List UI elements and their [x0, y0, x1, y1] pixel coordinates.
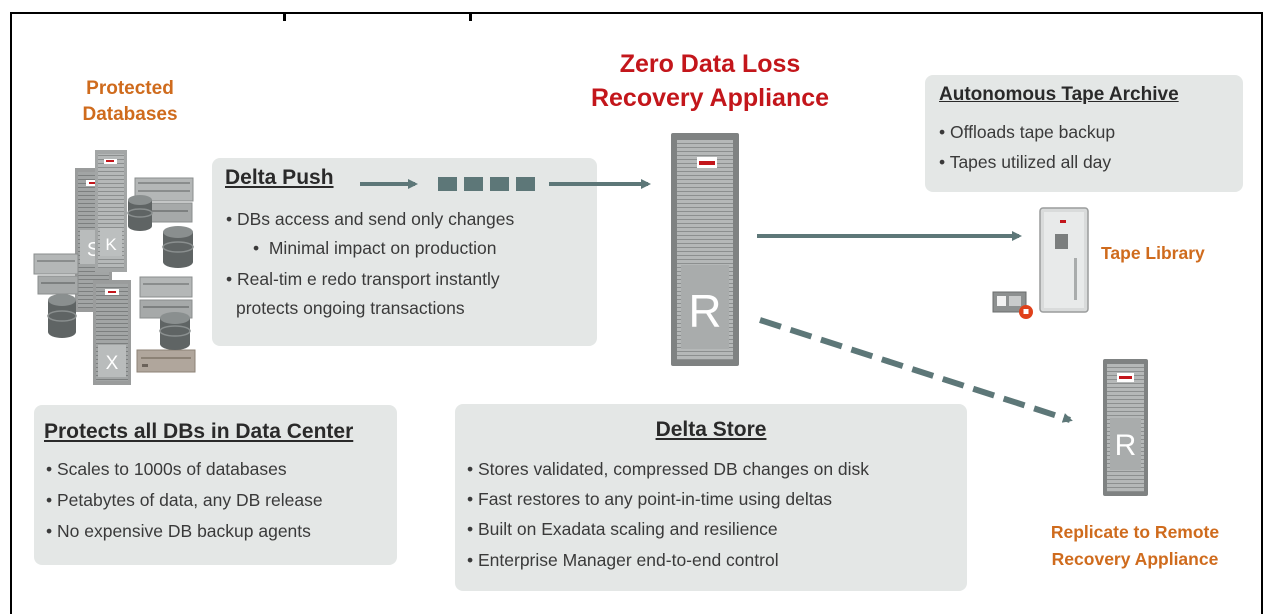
protected-databases-label: Protected Databases: [55, 76, 205, 128]
delta-store-bullet-text: Enterprise Manager end-to-end control: [478, 550, 779, 570]
remote-appliance-rack-icon: R: [1103, 359, 1148, 496]
replicate-label-line: Recovery Appliance: [1051, 549, 1219, 569]
delta-push-bullet-text: DBs access and send only changes: [237, 209, 515, 229]
delta-push-bullet-text: Minimal impact on production: [268, 238, 497, 258]
protects-all-bullet: • Scales to 1000s of databases: [46, 459, 287, 479]
delta-store-bullet: • Fast restores to any point-in-time usi…: [467, 489, 833, 509]
packet-icon: [438, 177, 457, 191]
protects-all-bullet: • Petabytes of data, any DB release: [46, 490, 323, 510]
protects-all-bullet: • No expensive DB backup agents: [46, 521, 311, 541]
delta-push-sub-bullet: • Minimal impact on production: [253, 238, 497, 258]
server-tower-icon: K: [95, 150, 127, 272]
protected-databases-line: Databases: [82, 104, 178, 125]
frame-tick-mark: [283, 12, 286, 21]
delta-push-bullet-continuation: protects ongoing transactions: [236, 298, 465, 318]
storage-unit-icon: [33, 253, 79, 295]
replication-dashed-arrow: [759, 317, 1073, 423]
delta-push-bullet-text: Real-tim e redo transport instantly: [237, 269, 500, 289]
tape-library-icon: [1039, 207, 1089, 313]
delta-store-title: Delta Store: [655, 418, 767, 441]
tape-archive-title: Autonomous Tape Archive: [939, 84, 1179, 105]
remote-appliance-letter: R: [1115, 429, 1137, 462]
delta-store-bullet: • Stores validated, compressed DB change…: [467, 459, 870, 479]
delta-push-arrow: [360, 177, 651, 191]
storage-unit-icon: [139, 276, 193, 319]
tape-archive-bullet: • Tapes utilized all day: [939, 152, 1112, 172]
database-cylinder-icon: [159, 312, 191, 350]
protects-all-bullet-text: No expensive DB backup agents: [57, 521, 311, 541]
database-cylinder-icon: [127, 195, 153, 231]
appliance-letter: R: [688, 285, 721, 337]
protected-databases-icon: S K X: [33, 150, 196, 385]
diagram-frame: [10, 12, 1263, 614]
tape-archive-box: Autonomous Tape Archive • Offloads tape …: [925, 75, 1243, 192]
protects-all-title: Protects all DBs in Data Center: [44, 420, 354, 443]
replicate-label: Replicate to Remote Recovery Appliance: [1010, 519, 1260, 573]
delta-push-title: Delta Push: [225, 166, 334, 189]
delta-store-bullet-text: Fast restores to any point-in-time using…: [478, 489, 833, 509]
delta-store-bullet-text: Stores validated, compressed DB changes …: [478, 459, 870, 479]
main-title-line: Recovery Appliance: [590, 84, 830, 112]
delta-store-bullet-text: Built on Exadata scaling and resilience: [478, 519, 778, 539]
frame-tick-mark: [469, 12, 472, 21]
packet-icon: [464, 177, 483, 191]
protected-databases-line: Protected: [86, 78, 174, 99]
protects-all-bullet-text: Scales to 1000s of databases: [57, 459, 287, 479]
recovery-appliance-rack-icon: R: [671, 133, 739, 366]
packet-icon: [490, 177, 509, 191]
server-letter: X: [106, 353, 119, 374]
main-title-line: Zero Data Loss: [619, 50, 801, 78]
delta-store-box: Delta Store • Stores validated, compress…: [455, 404, 967, 591]
tape-library-label: Tape Library: [1101, 243, 1205, 263]
packet-icon: [516, 177, 535, 191]
database-cylinder-icon: [47, 294, 77, 338]
main-title: Zero Data Loss Recovery Appliance: [540, 47, 880, 115]
server-tower-icon: X: [93, 280, 131, 385]
storage-unit-icon: [136, 349, 196, 373]
storage-unit-icon: [134, 177, 194, 223]
database-cylinder-icon: [162, 226, 194, 268]
tape-cartridge-icon: [992, 291, 1033, 319]
protects-all-box: Protects all DBs in Data Center • Scales…: [34, 405, 397, 565]
delta-store-bullet: • Enterprise Manager end-to-end control: [467, 550, 779, 570]
tape-archive-bullet-text: Tapes utilized all day: [949, 152, 1112, 172]
tape-archive-bullet-text: Offloads tape backup: [950, 122, 1116, 142]
delta-push-bullet: • Real-tim e redo transport instantly: [226, 269, 500, 289]
protects-all-bullet-text: Petabytes of data, any DB release: [57, 490, 323, 510]
replicate-label-line: Replicate to Remote: [1050, 522, 1220, 542]
server-letter: K: [105, 235, 117, 254]
delta-store-bullet: • Built on Exadata scaling and resilienc…: [467, 519, 778, 539]
tape-archive-bullet: • Offloads tape backup: [939, 122, 1116, 142]
delta-push-bullet: • DBs access and send only changes: [226, 209, 515, 229]
